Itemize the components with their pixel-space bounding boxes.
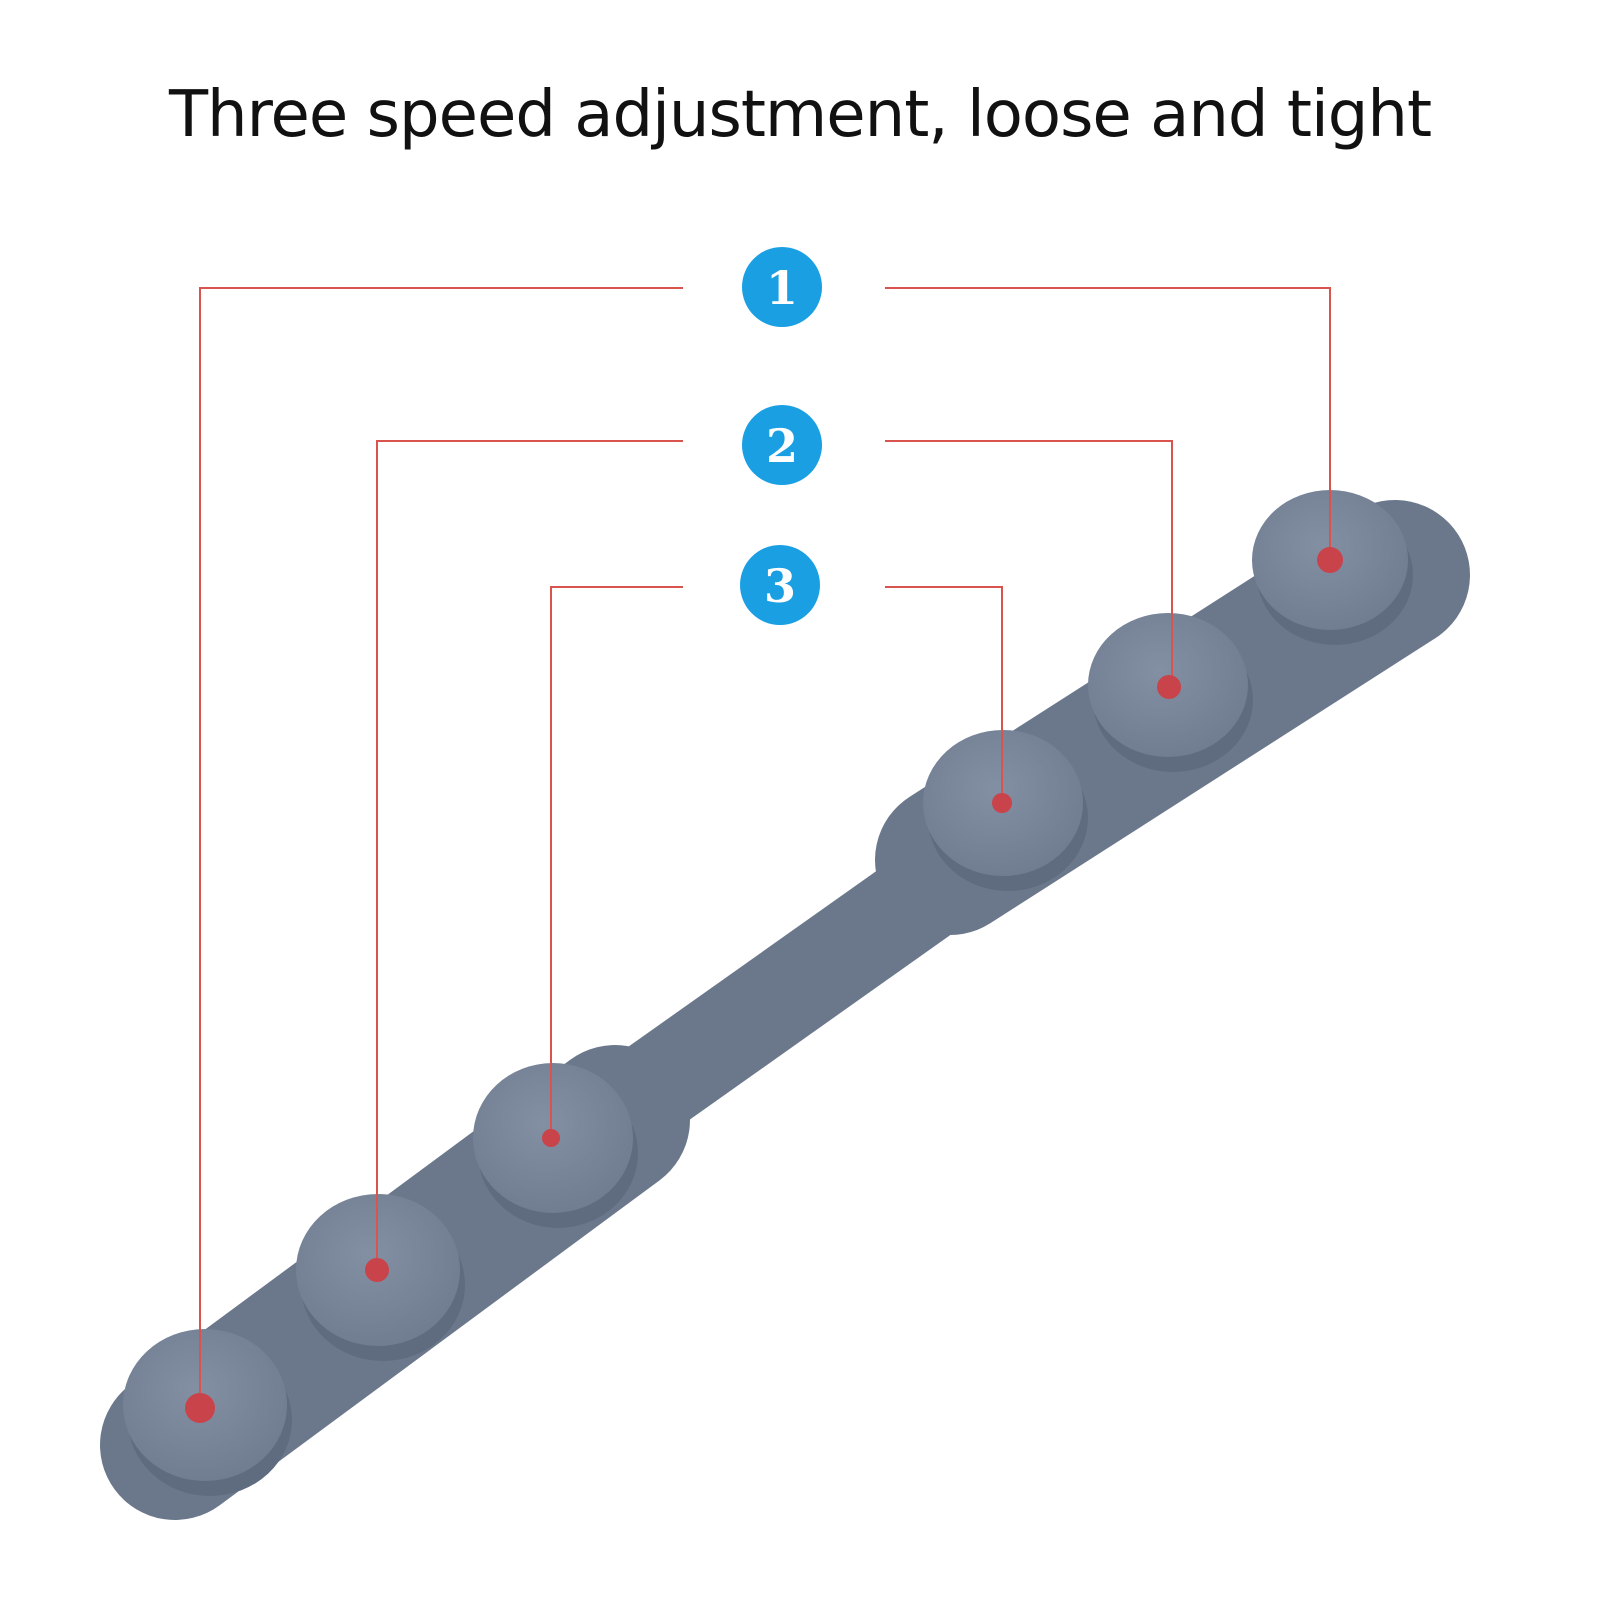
diagram-title: Three speed adjustment, loose and tight bbox=[168, 78, 1432, 152]
badge-1-label: 1 bbox=[766, 261, 798, 315]
leader-lines bbox=[199, 287, 1331, 1408]
badge-3: 3 bbox=[740, 545, 820, 625]
badge-2: 2 bbox=[742, 405, 822, 485]
badge-2-label: 2 bbox=[766, 419, 798, 473]
leader-3-left bbox=[550, 586, 683, 1138]
leader-1-right bbox=[885, 287, 1331, 560]
leader-3-right bbox=[885, 586, 1003, 803]
marker-dots bbox=[185, 547, 1343, 1423]
leader-2-left bbox=[376, 440, 683, 1270]
leader-2-right bbox=[885, 440, 1173, 687]
badge-1: 1 bbox=[742, 247, 822, 327]
leader-1-left bbox=[199, 287, 683, 1408]
badge-3-label: 3 bbox=[764, 559, 796, 613]
